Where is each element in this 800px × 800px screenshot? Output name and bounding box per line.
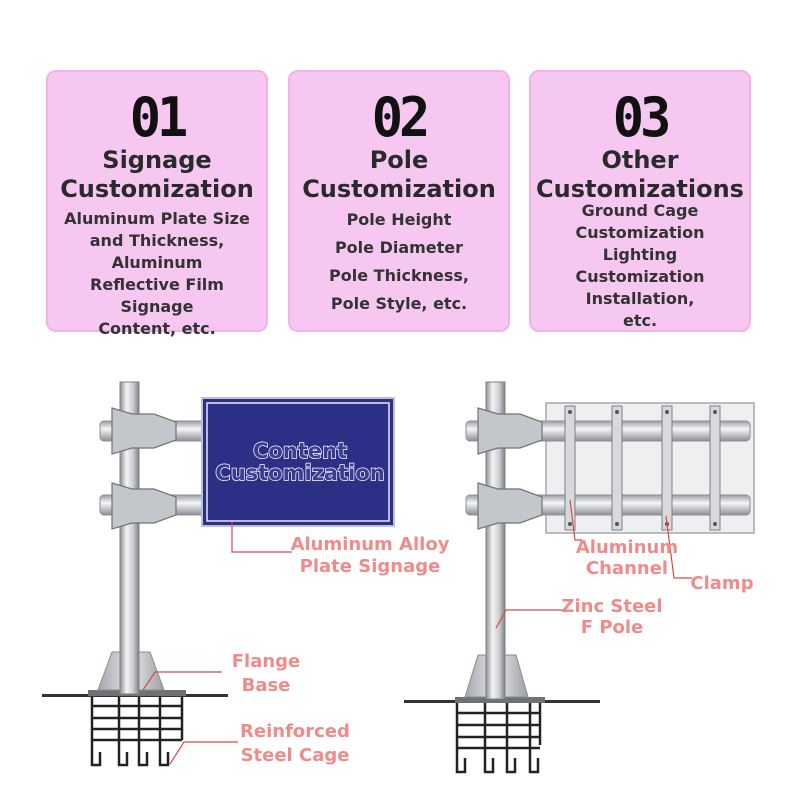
card-item: Reflective Film (90, 275, 224, 294)
card-items: Aluminum Plate Size and Thickness, Alumi… (54, 208, 260, 340)
label-clamp: Clamp (690, 573, 753, 594)
card-items: Pole Height Pole Diameter Pole Thickness… (296, 206, 502, 318)
card-items: Ground Cage Customization Lighting Custo… (537, 200, 743, 332)
label-channel-line: Channel (586, 558, 668, 579)
leader-plate (231, 522, 292, 553)
leader-channel (569, 499, 582, 541)
card-title-line: Signage (102, 146, 212, 174)
card-title-line: Customization (60, 175, 254, 203)
card-title-line: Customizations (536, 175, 744, 203)
label-channel-line: Aluminum (576, 537, 678, 558)
right-assembly: Aluminum Channel Clamp Zinc Steel F Pole (404, 381, 755, 774)
sign-text-line: Customization (215, 461, 384, 485)
card-item: Pole Style, etc. (330, 294, 468, 313)
left-assembly: Content Customization Aluminum Alloy Pla… (42, 381, 450, 767)
card-number: 03 (612, 86, 672, 150)
card-item: Lighting (602, 245, 678, 264)
label-plate-line: Aluminum Alloy (291, 534, 450, 555)
aluminum-channels (564, 405, 721, 531)
card-title: Signage Customization (46, 146, 268, 204)
label-cage-line: Reinforced (240, 721, 350, 742)
label-pole-line: Zinc Steel (561, 596, 662, 617)
label-plate-line: Plate Signage (300, 556, 441, 577)
card-title-line: Customization (302, 175, 496, 203)
leader-flange (142, 671, 222, 691)
card-title-line: Pole (369, 146, 429, 174)
flange-plate (455, 697, 545, 703)
pole-left (119, 381, 140, 695)
card-item: Pole Height (346, 210, 452, 229)
sign-border (206, 402, 390, 522)
card-item: Signage (120, 297, 194, 316)
label-flange-line: Flange (232, 651, 301, 672)
card-item: Customization (575, 267, 705, 286)
card-item: Installation, (585, 289, 695, 308)
label-cage-line: Steel Cage (241, 745, 350, 766)
card-title: Pole Customization (288, 146, 510, 204)
steel-cage-left (90, 697, 184, 767)
card-item: Content, etc. (98, 319, 216, 338)
card-item: Pole Thickness, (329, 266, 469, 285)
card-item: Pole Diameter (334, 238, 464, 257)
clamp-upper-right (477, 407, 543, 455)
leader-clamp (665, 515, 692, 579)
card-item: Aluminum Plate Size (64, 209, 250, 228)
steel-cage-right (455, 703, 542, 774)
card-signage-customization: 01 Signage Customization Aluminum Plate … (46, 70, 268, 338)
clamp-lower-left (111, 482, 177, 530)
card-title: Other Customizations (529, 146, 751, 204)
leader-cage (169, 741, 238, 765)
card-title-line: Other (601, 146, 679, 174)
card-item: etc. (622, 311, 658, 330)
card-number: 01 (129, 86, 189, 150)
leader-pole (495, 609, 566, 629)
clamp-upper-left (111, 407, 177, 455)
label-flange-line: Base (242, 675, 291, 696)
aluminum-sign (201, 397, 395, 527)
card-item: Ground Cage (581, 201, 699, 220)
card-item: Customization (575, 223, 705, 242)
clamp-lower-right (477, 482, 543, 530)
card-pole-customization: 02 Pole Customization Pole Height Pole D… (288, 70, 510, 332)
card-item: Aluminum (111, 253, 203, 272)
card-item: and Thickness, (89, 231, 225, 250)
card-other-customizations: 03 Other Customizations Ground Cage Cust… (529, 70, 751, 332)
sign-text-line: Content (253, 439, 347, 463)
label-pole-line: F Pole (581, 617, 644, 638)
card-number: 02 (371, 86, 431, 150)
